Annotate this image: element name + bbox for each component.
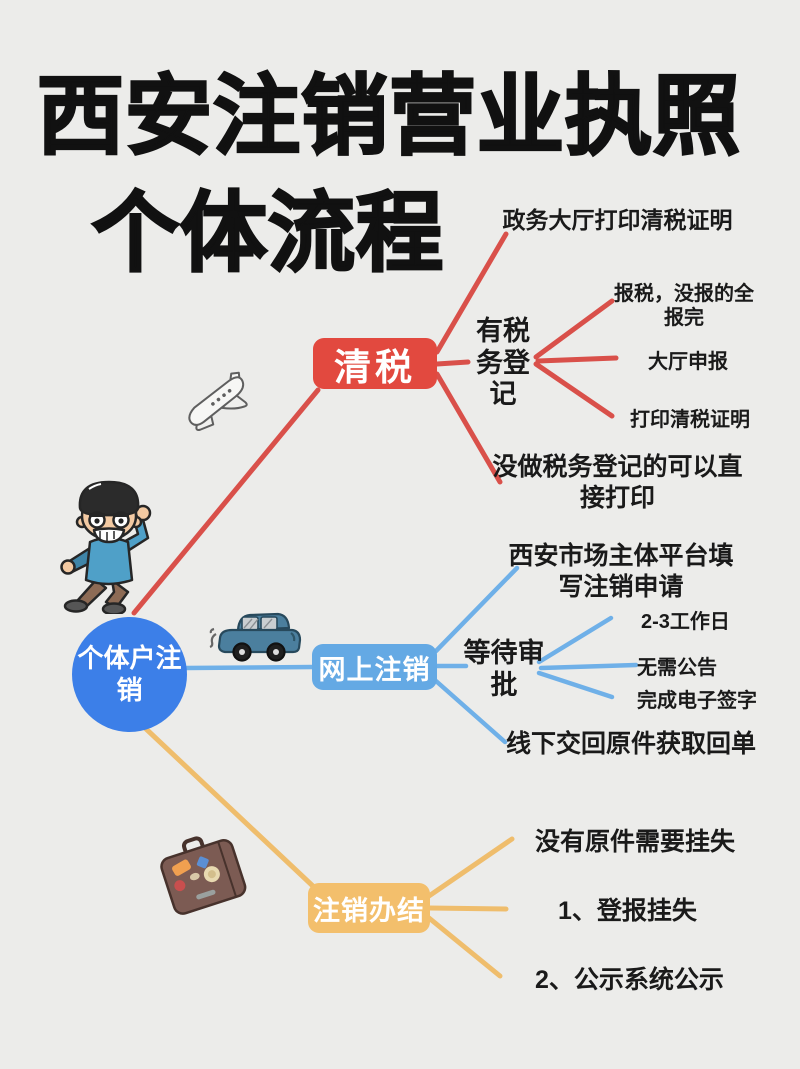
line-youshuiwu-baoshui [533, 298, 615, 360]
label-xianxia-huidan: 线下交回原件获取回单 [506, 730, 757, 758]
label-wuxu-gonggao: 无需公告 [637, 657, 717, 679]
label-dating-shenbao: 大厅申报 [648, 351, 728, 373]
branch-node-wangshang: 网上注销 [312, 644, 437, 690]
label-dayin-zhengming: 打印清税证明 [630, 409, 750, 431]
branch-node-banjie-label: 注销办结 [313, 895, 425, 926]
line-wangshang-xianxia [433, 678, 508, 745]
line-youshuiwu-dayin [533, 361, 615, 419]
airplane-icon [188, 371, 248, 432]
branch-node-wangshang-label: 网上注销 [318, 654, 431, 685]
label-meizuo-dengji: 没做税务登记的可以直接打印 [492, 453, 743, 512]
page-title-line1: 西安注销营业执照 [36, 67, 742, 167]
root-node-label: 个体户注销 [77, 642, 182, 705]
line-banjie-dengbao [426, 905, 509, 912]
line-banjie-gongshi [426, 915, 503, 979]
line-root-wangshang [183, 664, 316, 671]
suitcase-icon [160, 836, 247, 915]
line-wangshang-pingtai [433, 565, 520, 654]
label-gongshi-xitong: 2、公示系统公示 [535, 966, 724, 994]
root-node: 个体户注销 [72, 617, 187, 732]
line-root-banjie [141, 724, 318, 891]
line-qingshui-zhengwu [434, 231, 509, 355]
page-title-line2: 个体流程 [91, 184, 445, 284]
branch-node-banjie: 注销办结 [308, 883, 430, 933]
label-dengdai-shenpi: 等待审批 [463, 638, 545, 700]
branch-node-qingshui-label: 清税 [334, 346, 416, 388]
line-dengdai-workdays [536, 615, 614, 665]
branch-node-qingshui: 清税 [313, 338, 437, 389]
label-meiyou-yuanjian: 没有原件需要挂失 [535, 828, 736, 856]
cartoon-person-icon [60, 480, 152, 614]
line-qingshui-meizuo [434, 371, 503, 485]
line-qingshui-youshuiwu [434, 359, 471, 367]
label-baoshui: 报税，没报的全报完 [614, 283, 754, 330]
label-zhengwu-dating: 政务大厅打印清税证明 [502, 207, 733, 233]
label-dianzi-qianzi: 完成电子签字 [637, 690, 757, 712]
line-dengdai-qianzi [536, 670, 615, 700]
line-root-qingshui [131, 387, 321, 616]
line-banjie-guashi [426, 836, 515, 899]
line-dengdai-wuxu [538, 662, 639, 671]
car-icon [209, 612, 302, 662]
line-youshuiwu-dating [535, 355, 619, 364]
label-workdays: 2-3工作日 [641, 611, 730, 633]
label-dengbao-guashi: 1、登报挂失 [558, 897, 697, 925]
label-pingtai-shenqing: 西安市场主体平台填写注销申请 [508, 542, 734, 601]
label-youshuiwu-dengji: 有税务登记 [476, 316, 530, 410]
